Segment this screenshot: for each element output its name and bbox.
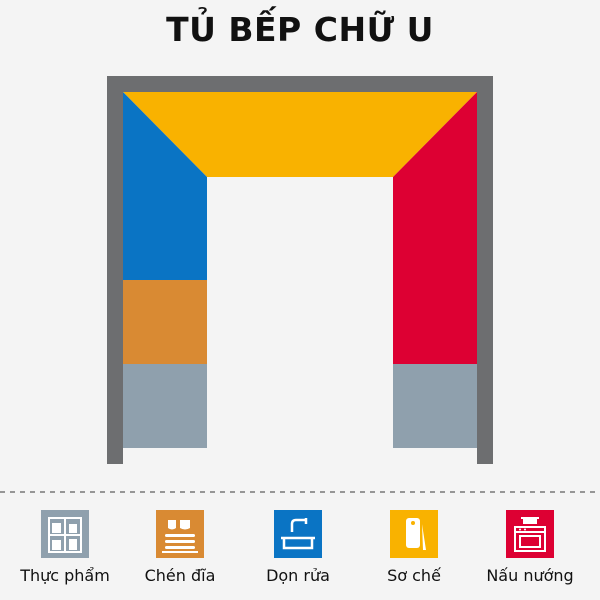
- legend-label: Thực phẩm: [20, 566, 110, 585]
- legend-item-dishes: Chén đĩa: [120, 510, 240, 585]
- zone-right-food: [393, 364, 477, 448]
- sink-faucet-icon: [274, 510, 322, 558]
- zone-left-dishes: [123, 280, 207, 364]
- dishes-icon: [156, 510, 204, 558]
- zone-right-cooking: [393, 92, 477, 364]
- zone-top-prep: [123, 92, 477, 177]
- legend: Thực phẩm Chén đĩa Dọn rửa: [0, 510, 600, 600]
- legend-item-cleaning: Dọn rửa: [238, 510, 358, 585]
- legend-label: Dọn rửa: [266, 566, 330, 585]
- oven-stove-icon: [506, 510, 554, 558]
- legend-item-prep: Sơ chế: [354, 510, 474, 585]
- cutting-board-icon: [390, 510, 438, 558]
- legend-label: Nấu nướng: [486, 566, 574, 585]
- zone-left-food: [123, 364, 207, 448]
- legend-item-cooking: Nấu nướng: [470, 510, 590, 585]
- pantry-shelf-icon: [41, 510, 89, 558]
- legend-label: Chén đĩa: [144, 566, 216, 585]
- legend-label: Sơ chế: [387, 566, 441, 585]
- page-title: TỦ BẾP CHỮ U: [166, 10, 434, 49]
- legend-item-food: Thực phẩm: [5, 510, 125, 585]
- u-kitchen-diagram: [0, 76, 600, 493]
- zone-left-cleaning: [123, 92, 207, 280]
